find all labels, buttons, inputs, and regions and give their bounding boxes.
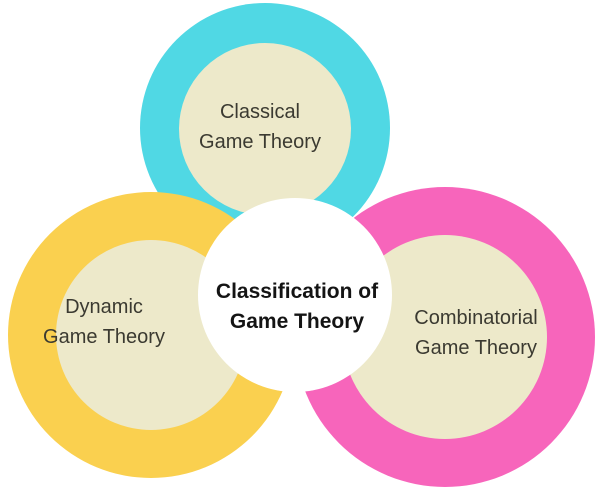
combinatorial-label-line1: Combinatorial (414, 307, 538, 329)
dynamic-label: Dynamic Game Theory (43, 292, 165, 352)
combinatorial-label: Combinatorial Game Theory (414, 303, 537, 363)
classical-label: Classical Game Theory (199, 97, 321, 157)
diagram-title: Classification of Game Theory (216, 277, 378, 337)
classical-label-line1: Classical (219, 101, 301, 123)
center-circle (198, 198, 392, 392)
dynamic-label-line1: Dynamic (65, 296, 143, 318)
classical-label-line2: Game Theory (199, 131, 321, 153)
classical-circle-inner (179, 43, 351, 215)
dynamic-label-line2: Game Theory (43, 326, 165, 348)
combinatorial-label-line2: Game Theory (415, 337, 537, 359)
diagram-title-line2: Game Theory (229, 310, 365, 333)
diagram-title-line1: Classification of (215, 280, 379, 303)
